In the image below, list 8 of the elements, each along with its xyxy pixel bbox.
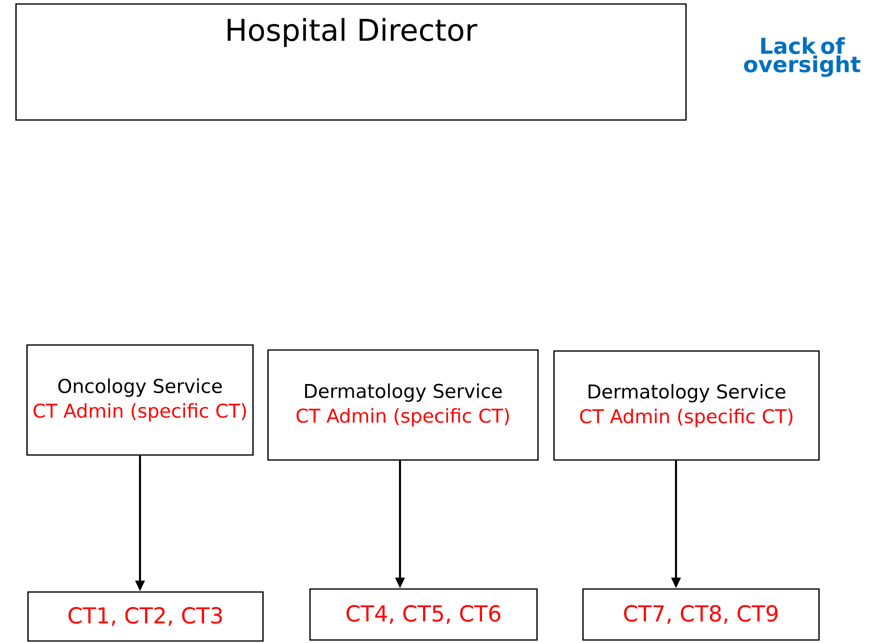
service-box: Dermatology Service CT Admin (specific CT) xyxy=(553,350,820,461)
service-box: Oncology Service CT Admin (specific CT) xyxy=(26,344,254,456)
trial-box: CT1, CT2, CT3 xyxy=(27,591,264,642)
trial-box: CT7, CT8, CT9 xyxy=(582,588,820,641)
note-text: Lack of oversight xyxy=(744,37,860,77)
title-box: Hospital Director xyxy=(15,3,687,121)
service-box: Dermatology Service CT Admin (specific CT) xyxy=(267,349,539,461)
trial-box: CT4, CT5, CT6 xyxy=(309,588,538,641)
